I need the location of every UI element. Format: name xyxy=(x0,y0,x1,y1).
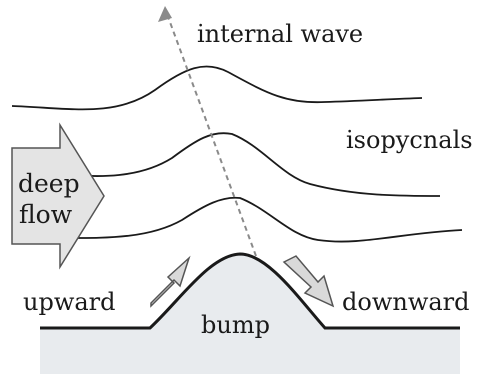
downward-label: downward xyxy=(342,288,470,316)
isopycnals-label: isopycnals xyxy=(346,126,473,154)
deep-flow-label-line1: deep xyxy=(18,169,80,198)
upward-arrow xyxy=(150,255,191,308)
internal-wave-label: internal wave xyxy=(197,20,364,48)
internal-wave-direction-line xyxy=(166,13,257,257)
deep-flow-arrow xyxy=(11,122,105,270)
deep-flow-label-line2: flow xyxy=(19,200,73,229)
seafloor-fill xyxy=(40,254,460,374)
isopycnal-line-middle xyxy=(59,132,441,197)
seafloor-line xyxy=(40,252,460,330)
upward-label: upward xyxy=(23,288,116,316)
bump-label: bump xyxy=(201,311,270,339)
downward-arrow xyxy=(282,255,335,308)
internal-wave-direction-arrowhead xyxy=(158,6,172,22)
isopycnal-line-top xyxy=(11,65,423,111)
isopycnal-line-bottom xyxy=(67,196,463,243)
